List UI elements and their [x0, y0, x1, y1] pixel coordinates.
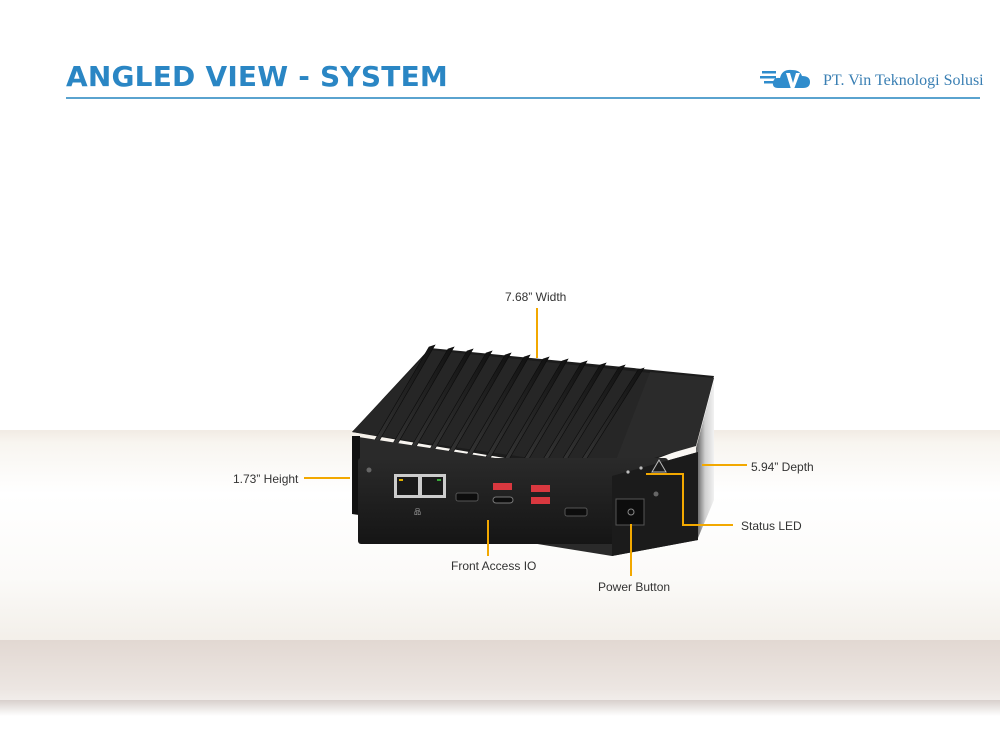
usb-port-bottom-right: [531, 497, 550, 504]
slide-title: ANGLED VIEW - SYSTEM: [66, 60, 448, 93]
status-led-label: Status LED: [741, 519, 802, 533]
status-led-2: [639, 466, 643, 470]
status-led-1: [626, 470, 630, 474]
kensington-slot-left: [366, 467, 372, 473]
title-underline: [66, 97, 980, 99]
status-led-callout-line: [646, 473, 733, 526]
warning-triangle-icon: [651, 459, 667, 473]
table-edge: [0, 640, 1000, 710]
power-button-label: Power Button: [598, 580, 671, 594]
power-button-icon: [627, 508, 635, 516]
hdmi-port-2: [564, 507, 588, 517]
kensington-slot-right: [653, 491, 659, 497]
flat-top-panel: [612, 372, 714, 470]
mini-pc-device: 品: [352, 344, 714, 556]
heatsink-fins: [361, 344, 645, 477]
company-logo: [760, 69, 810, 89]
usb-port-top-right: [531, 485, 550, 492]
table-shadow: [0, 700, 1000, 716]
depth-label: 5.94” Depth: [751, 460, 814, 474]
cloud-speed-icon: [760, 69, 810, 89]
callout-lines: [304, 308, 747, 576]
height-label: 1.73” Height: [233, 472, 299, 486]
lan-ports: 品: [394, 474, 446, 516]
company-name: PT. Vin Teknologi Solusi: [823, 72, 984, 89]
chassis-side: [696, 380, 714, 538]
hdmi-port-1: [455, 492, 479, 502]
width-label: 7.68” Width: [505, 290, 567, 304]
power-button-housing: [615, 498, 645, 526]
front-face-right: [612, 452, 698, 556]
front-io-label: Front Access IO: [451, 559, 537, 573]
network-icon: 品: [414, 508, 421, 516]
usb-port-top-left: [493, 483, 512, 490]
usb-c-port: [492, 496, 514, 504]
